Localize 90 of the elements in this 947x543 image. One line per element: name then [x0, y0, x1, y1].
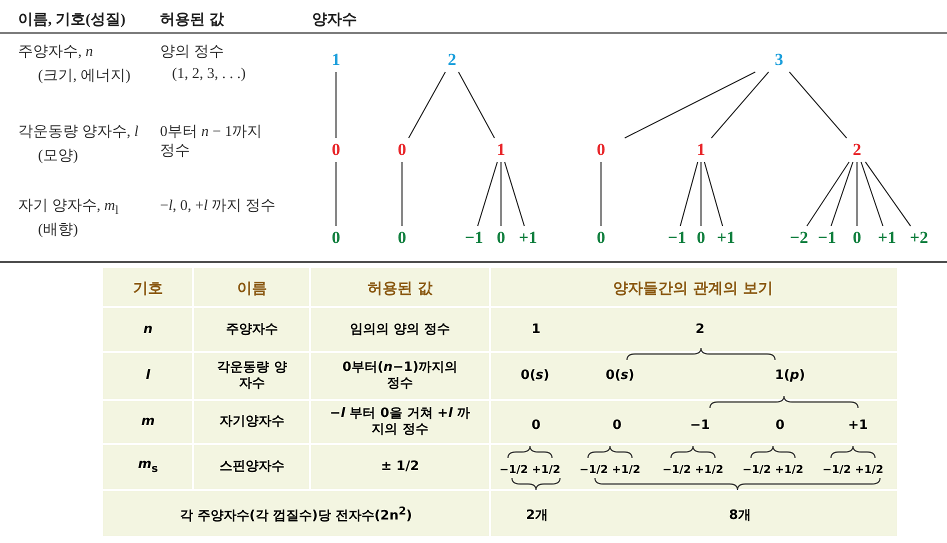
principal-number: 1 — [332, 50, 340, 70]
magnetic-number: −1 — [464, 228, 484, 248]
tree-branch — [504, 162, 525, 226]
column-header: 양자수 — [312, 11, 357, 29]
name-text: 자기양자수 — [220, 414, 284, 430]
column-header: 허용된 값 — [160, 11, 224, 29]
magnetic-number: 0 — [332, 228, 340, 248]
angular-number: 1 — [496, 140, 506, 160]
spin-values: −1/2 +1/2 — [580, 462, 640, 478]
tree-branch — [408, 72, 446, 138]
name-text: 주양자수 — [226, 322, 278, 338]
angular-number: 2 — [852, 140, 862, 160]
property-note: (배향) — [38, 221, 78, 239]
quantum-name: 자기 양자수, m$_{l}$ — [18, 197, 119, 218]
allowed-values: (1, 2, 3, . . .) — [172, 66, 246, 83]
tree-branch — [856, 162, 858, 226]
quantum-name: 각운동량 양자수, l — [18, 123, 138, 141]
symbol-text: n — [143, 322, 153, 338]
symbol-text: m$_{s}$ — [138, 457, 158, 477]
quantum-name: 주양자수, n — [18, 43, 93, 61]
tree-branch — [865, 162, 911, 226]
note-text: 각 주양자수(각 껍질수)당 전자수(2n$^{2}$) — [180, 503, 412, 525]
tree-branch — [477, 162, 498, 226]
column-header: 양자들간의 관계의 보기 — [612, 280, 774, 296]
column-header: 이름 — [237, 280, 267, 296]
tree-branch — [624, 72, 756, 138]
angular-number: 0 — [398, 140, 406, 160]
value-text: 0부터(n−1)까지의 정수 — [341, 360, 459, 392]
example-value: 0(s) — [606, 368, 634, 384]
example-value: 0 — [612, 418, 622, 434]
example-value: 2개 — [526, 508, 548, 524]
example-value: 0 — [775, 418, 785, 434]
symbol-text: l — [146, 368, 150, 384]
symbol-text: m — [141, 414, 155, 430]
principal-number: 3 — [774, 50, 784, 70]
value-text: 임의의 양의 정수 — [350, 322, 450, 338]
column-header: 기호 — [133, 280, 163, 296]
principal-number: 2 — [448, 50, 456, 70]
tree-branch — [401, 162, 403, 226]
tree-branch — [680, 162, 698, 226]
magnetic-number: −2 — [790, 228, 808, 248]
spin-values: −1/2 +1/2 — [500, 462, 560, 478]
tree-branch — [700, 162, 702, 226]
tree-branch — [704, 162, 724, 226]
magnetic-number: 0 — [596, 228, 606, 248]
example-value: 0 — [531, 418, 541, 434]
angular-number: 0 — [332, 140, 340, 160]
magnetic-number: +1 — [518, 228, 538, 248]
name-text: 스핀양자수 — [220, 459, 284, 475]
angular-number: 1 — [696, 140, 706, 160]
tree-branch — [500, 162, 502, 226]
example-value: 1 — [531, 322, 541, 338]
tree-branch — [710, 72, 770, 138]
example-value: 0(s) — [520, 368, 550, 384]
example-value: −1 — [690, 418, 710, 434]
tree-branch — [788, 72, 848, 138]
example-value: 2 — [695, 322, 705, 338]
magnetic-number: 0 — [696, 228, 706, 248]
tree-branch — [458, 72, 495, 138]
magnetic-number: 0 — [398, 228, 406, 248]
example-value: 1(p) — [774, 368, 806, 384]
spin-values: −1/2 +1/2 — [822, 462, 884, 478]
tree-branch — [335, 72, 337, 138]
name-text: 각운동량 양자수 — [216, 360, 288, 392]
value-text: ± 1/2 — [380, 459, 420, 475]
column-header: 허용된 값 — [367, 280, 433, 296]
value-text: −l 부터 0을 거쳐 +l 까지의 정수 — [328, 406, 472, 438]
magnetic-number: +1 — [878, 228, 896, 248]
tree-branch — [335, 162, 337, 226]
spin-values: −1/2 +1/2 — [662, 462, 724, 478]
allowed-values: −l, 0, +l 까지 정수 — [160, 197, 276, 215]
tree-branch — [806, 162, 850, 226]
example-value: 8개 — [728, 508, 752, 524]
magnetic-number: +2 — [910, 228, 928, 248]
example-value: +1 — [848, 418, 868, 434]
property-note: (모양) — [38, 147, 78, 165]
magnetic-number: 0 — [496, 228, 506, 248]
allowed-values: 양의 정수 — [160, 43, 224, 61]
magnetic-number: +1 — [716, 228, 736, 248]
column-header: 이름, 기호(성질) — [18, 11, 126, 29]
angular-number: 0 — [596, 140, 606, 160]
magnetic-number: −1 — [668, 228, 686, 248]
spin-values: −1/2 +1/2 — [742, 462, 804, 478]
allowed-values: 0부터 n − 1까지 정수 — [160, 123, 264, 160]
tree-branch — [860, 162, 884, 226]
tree-branch — [600, 162, 602, 226]
tree-branch — [830, 162, 854, 226]
magnetic-number: 0 — [852, 228, 862, 248]
magnetic-number: −1 — [818, 228, 836, 248]
property-note: (크기, 에너지) — [38, 67, 130, 85]
